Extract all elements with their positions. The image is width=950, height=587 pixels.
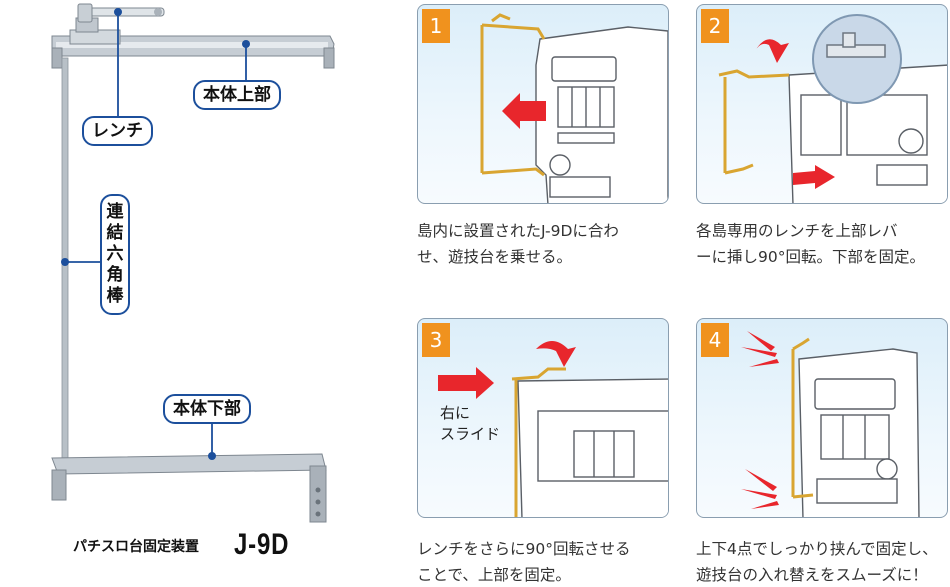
step-3-caption-line1: レンチをさらに90°回転させる xyxy=(417,540,631,558)
step-1-caption-line2: せ、遊技台を乗せる。 xyxy=(417,248,573,266)
connecting-rod-label-char: 結 xyxy=(106,223,124,243)
step-4-badge: 4 xyxy=(701,323,729,357)
step-1-illustration xyxy=(480,13,668,203)
step-3-illustration xyxy=(438,341,668,517)
top-body-part xyxy=(51,17,335,69)
connecting-rod-label-char: 角 xyxy=(106,265,124,285)
bottom-body-part xyxy=(51,453,327,523)
step-2-caption-line2: ーに挿し90°回転。下部を固定。 xyxy=(696,248,925,266)
step-3-note-line2: スライド xyxy=(440,425,501,443)
step-3-caption-line2: ことで、上部を固定。 xyxy=(417,566,571,584)
device-illustration xyxy=(51,3,335,523)
step-4-panel: 4 xyxy=(696,318,948,518)
product-model: J-9D xyxy=(234,528,290,561)
step-1-panel: 1 xyxy=(417,4,669,204)
step-3-caption: レンチをさらに90°回転させる ことで、上部を固定。 xyxy=(417,536,630,587)
step-4-caption-line2: 遊技台の入れ替えをスムーズに！ xyxy=(696,566,928,584)
step-3-note-line1: 右に xyxy=(440,404,471,422)
product-diagram: レンチ 本体上部 連結六角棒 本体下部 パチスロ台固定装置 J-9D xyxy=(0,0,400,587)
step-2-panel: 2 xyxy=(696,4,948,204)
step-3-note: 右に スライド xyxy=(440,403,500,445)
step-3-panel: 3 右に スライド xyxy=(417,318,669,518)
wrench-label: レンチ xyxy=(82,116,153,146)
wrench-part xyxy=(77,3,165,23)
step-2-illustration xyxy=(718,14,947,203)
bottom-body-label: 本体下部 xyxy=(163,394,251,424)
step-1-badge: 1 xyxy=(422,9,450,43)
step-4-caption-line1: 上下4点でしっかり挟んで固定し、 xyxy=(696,540,938,558)
leader-lines xyxy=(65,12,247,456)
product-name: パチスロ台固定装置 xyxy=(73,539,199,555)
step-4-caption: 上下4点でしっかり挟んで固定し、 遊技台の入れ替えをスムーズに！ xyxy=(696,536,938,587)
connecting-rod-label: 連結六角棒 xyxy=(100,194,130,315)
step-3-badge: 3 xyxy=(422,323,450,357)
connecting-rod-label-char: 連 xyxy=(106,202,124,222)
step-2-badge: 2 xyxy=(701,9,729,43)
step-1-caption: 島内に設置されたJ-9Dに合わ せ、遊技台を乗せる。 xyxy=(417,218,619,270)
step-4-illustration xyxy=(741,331,920,517)
top-body-label: 本体上部 xyxy=(193,80,281,110)
step-2-caption-line1: 各島専用のレンチを上部レバ xyxy=(696,222,898,240)
connecting-rod-label-char: 棒 xyxy=(106,286,124,306)
step-2-caption: 各島専用のレンチを上部レバ ーに挿し90°回転。下部を固定。 xyxy=(696,218,925,270)
step-1-caption-line1: 島内に設置されたJ-9Dに合わ xyxy=(417,222,619,240)
leader-dots xyxy=(61,8,250,460)
connecting-rod-label-char: 六 xyxy=(106,244,124,264)
